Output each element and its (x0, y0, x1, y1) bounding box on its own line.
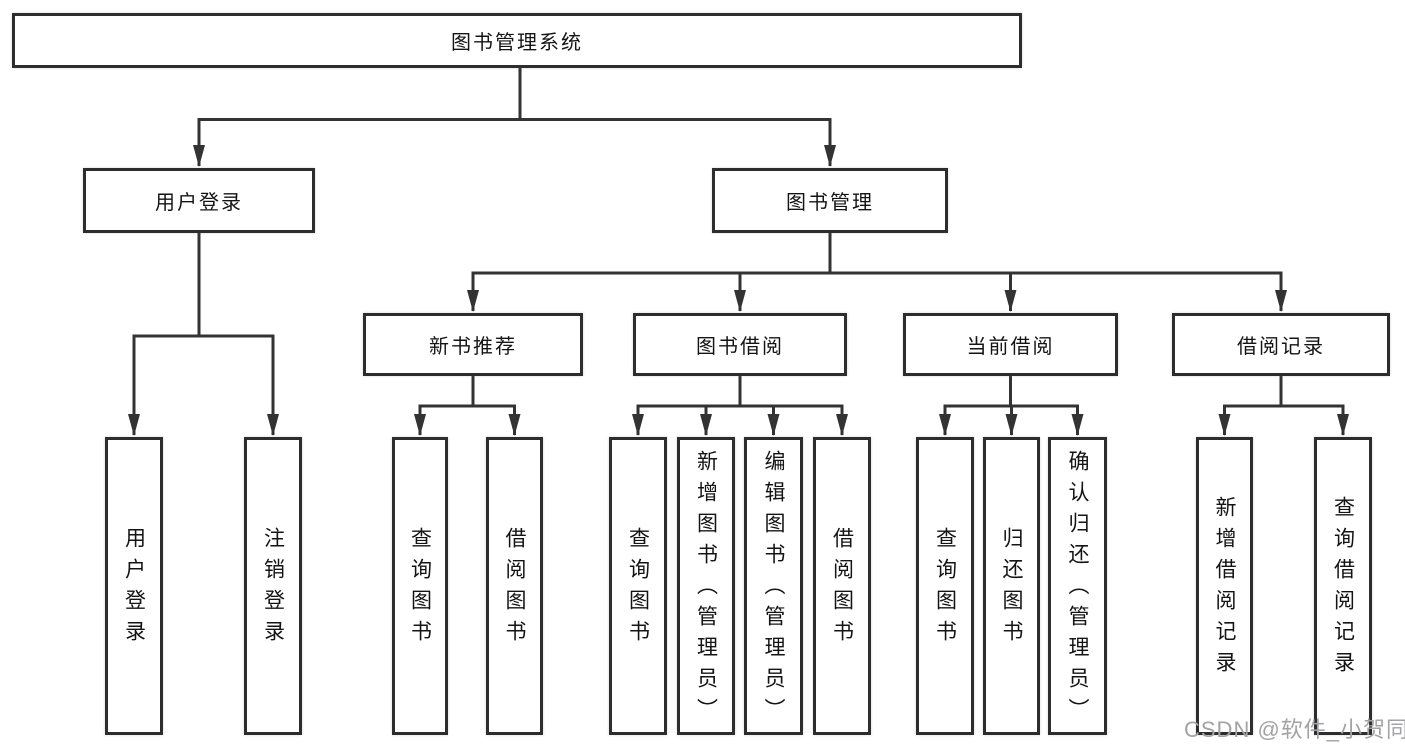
leaf-query-books-borrowing: 查询图书 (609, 437, 667, 735)
leaf-user-login: 用户登录 (105, 437, 163, 735)
connector-user-login-to-leaves (128, 233, 279, 436)
connector-current-borrow-to-leaves (939, 376, 1084, 436)
leaf-edit-book-admin: 编辑图书（管理员） (744, 437, 803, 735)
node-current-borrowing: 当前借阅 (903, 313, 1118, 376)
leaf-query-borrow-record: 查询借阅记录 (1314, 437, 1372, 735)
node-borrowing-records: 借阅记录 (1172, 313, 1390, 376)
node-book-management: 图书管理 (712, 168, 948, 233)
leaf-query-books-current: 查询图书 (916, 437, 974, 735)
leaf-add-borrow-record: 新增借阅记录 (1196, 437, 1253, 735)
csdn-watermark: CSDN @软件_小贺同学 (1184, 717, 1405, 742)
connector-book-mgmt-to-level3 (467, 233, 1287, 312)
leaf-logout: 注销登录 (244, 437, 302, 735)
connector-new-book-rec-to-leaves (414, 376, 521, 436)
connector-book-borrow-to-leaves (632, 376, 848, 436)
leaf-query-books-recommend: 查询图书 (392, 437, 448, 735)
connector-root-to-level2 (193, 66, 836, 167)
leaf-confirm-return-admin: 确认归还（管理员） (1048, 437, 1107, 735)
node-book-borrowing: 图书借阅 (633, 313, 847, 376)
leaf-borrow-books-recommend: 借阅图书 (486, 437, 543, 735)
leaf-add-book-admin: 新增图书（管理员） (677, 437, 735, 735)
node-root-system: 图书管理系统 (12, 13, 1022, 68)
node-new-book-recommendation: 新书推荐 (363, 313, 583, 376)
node-user-login: 用户登录 (83, 168, 315, 233)
leaf-return-book: 归还图书 (983, 437, 1040, 735)
connector-borrow-records-to-leaves (1218, 376, 1349, 436)
leaf-borrow-books-borrowing: 借阅图书 (813, 437, 871, 735)
